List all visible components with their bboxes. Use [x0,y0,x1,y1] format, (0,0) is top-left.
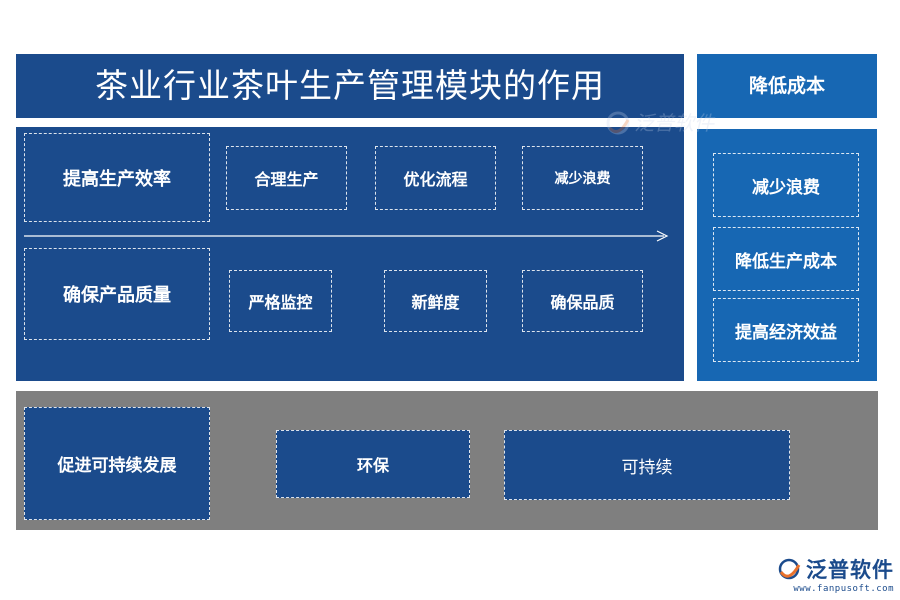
box-improve-efficiency: 提高生产效率 [24,133,210,222]
side-header-reduce-cost: 降低成本 [697,54,877,118]
box-sustainable: 可持续 [504,430,790,500]
brand-logo-icon [778,558,801,580]
box-ensure-quality-item: 确保品质 [522,270,643,332]
box-sustainable-development: 促进可持续发展 [24,407,210,520]
side-panel [697,129,877,381]
box-reduce-waste-row1: 减少浪费 [522,146,643,210]
box-optimize-process: 优化流程 [375,146,496,210]
brand-logo: 泛普软件 www.fanpusoft.com [770,554,894,594]
main-panel [16,127,684,381]
brand-name: 泛普软件 [806,558,894,582]
box-strict-monitoring: 严格监控 [229,270,332,332]
box-freshness: 新鲜度 [384,270,487,332]
page-title: 茶业行业茶叶生产管理模块的作用 [16,54,684,118]
side-item-reduce-waste: 减少浪费 [713,153,859,217]
box-environmental: 环保 [276,430,470,498]
box-ensure-quality: 确保产品质量 [24,248,210,340]
side-item-reduce-production-cost: 降低生产成本 [713,227,859,291]
watermark-logo-icon: 泛普软件 [598,98,718,148]
svg-text:泛普软件: 泛普软件 [634,111,716,135]
side-item-increase-economic-benefit: 提高经济效益 [713,298,859,362]
flow-arrow-icon [24,230,669,242]
brand-url: www.fanpusoft.com [793,584,894,594]
box-reasonable-production: 合理生产 [226,146,347,210]
